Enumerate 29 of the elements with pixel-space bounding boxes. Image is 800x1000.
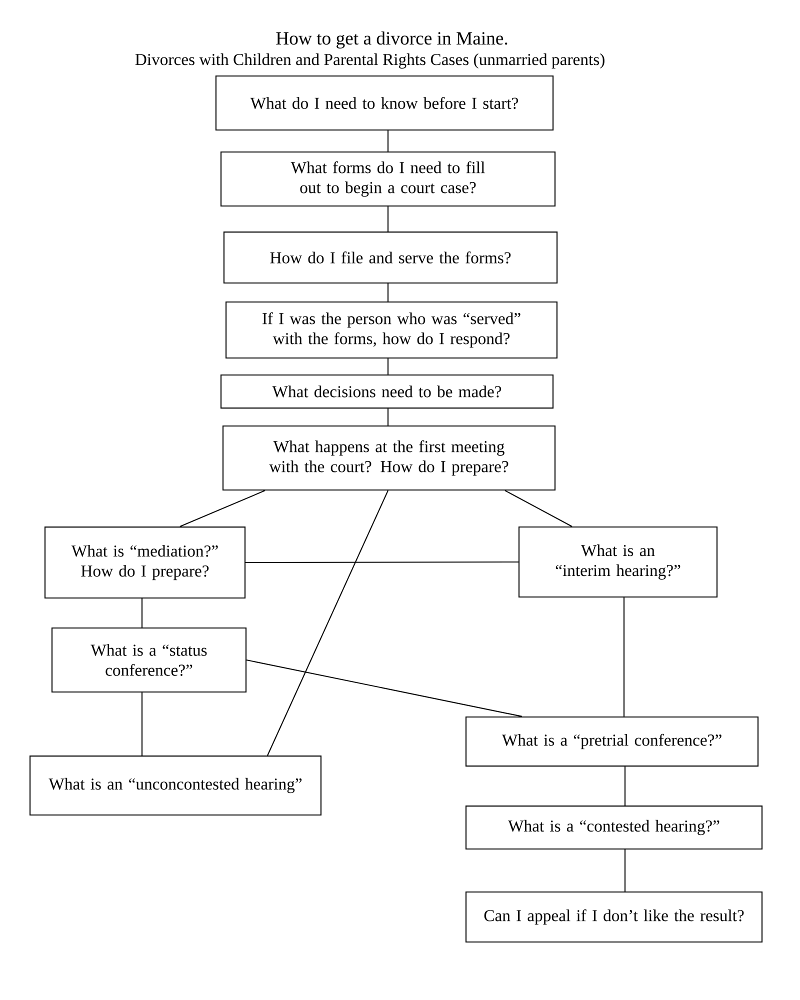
connector-line <box>387 206 389 232</box>
connector-line <box>387 408 389 426</box>
connector-line <box>180 490 266 527</box>
question-box: What is an “interim hearing?” <box>518 526 718 598</box>
question-box: Can I appeal if I don’t like the result? <box>465 891 763 943</box>
question-box: What decisions need to be made? <box>220 374 554 409</box>
connector-line <box>267 490 388 756</box>
connector-line <box>141 692 143 756</box>
connector-line <box>246 659 522 717</box>
question-box: What is “mediation?” How do I prepare? <box>44 526 246 598</box>
connector-line <box>504 490 572 527</box>
question-box: What happens at the first meeting with the court? How do I prepare? <box>222 425 556 491</box>
question-box: If I was the person who was “served” with the forms, how do I respond? <box>226 301 558 359</box>
question-box: What is a “contested hearing?” <box>465 806 763 850</box>
question-box: What is an “unconcontested hearing” <box>30 756 322 816</box>
title: How to get a divorce in Maine. <box>276 32 508 48</box>
connector-line <box>246 561 518 564</box>
connector-line <box>387 358 389 374</box>
connector-line <box>624 766 626 806</box>
connector-line <box>387 284 389 302</box>
question-box: What is a “status conference?” <box>51 627 247 693</box>
connector-line <box>387 130 389 152</box>
question-box: What do I need to know before I start? <box>215 75 554 131</box>
connector-line <box>623 598 625 716</box>
connector-line <box>624 850 626 892</box>
question-box: What forms do I need to fill out to begin a court case? <box>220 151 556 207</box>
connector-line <box>141 598 143 628</box>
question-box: What is a “pretrial conference?” <box>465 716 759 767</box>
question-box: How do I file and serve the forms? <box>223 232 558 284</box>
